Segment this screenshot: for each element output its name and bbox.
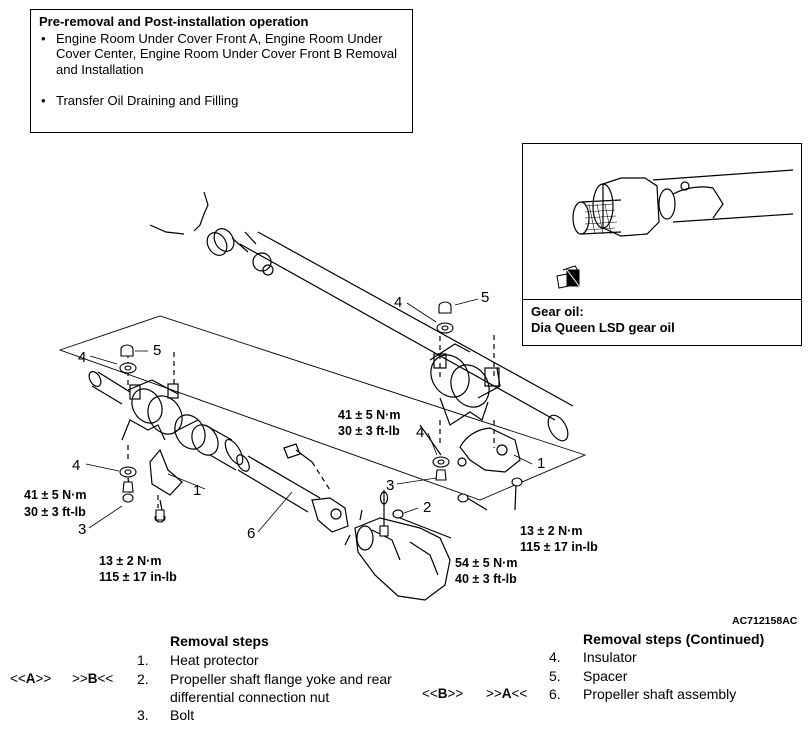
gear-oil-value: Dia Queen LSD gear oil	[531, 320, 675, 335]
callout-3-center: 3	[386, 477, 394, 494]
callout-4-left-bottom: 4	[72, 457, 80, 474]
torque-flange-nut-nm: 54 ± 5 N·m	[455, 556, 517, 570]
step-text: Insulator	[583, 649, 637, 665]
removal-code-a: <<A>>	[10, 671, 52, 686]
step-num: 2.	[137, 671, 149, 687]
gear-oil-inset: Gear oil: Dia Queen LSD gear oil	[522, 143, 802, 346]
torque-left-bolt-nm: 41 ± 5 N·m	[24, 488, 86, 502]
torque-right-nut-nm: 13 ± 2 N·m	[520, 524, 582, 538]
removal-code-b: >>B<<	[72, 671, 114, 686]
step-num: 6.	[549, 686, 561, 702]
callout-4-center-bottom: 4	[416, 424, 424, 441]
step-text: differential connection nut	[170, 689, 330, 705]
callout-2: 2	[423, 499, 431, 516]
torque-center-bolt-ftlb: 30 ± 3 ft-lb	[338, 424, 400, 438]
step-text: Spacer	[583, 668, 628, 684]
torque-center-bolt-nm: 41 ± 5 N·m	[338, 408, 400, 422]
removal-cont-code-b: <<B>>	[422, 686, 464, 701]
step-text: Bolt	[170, 707, 195, 723]
pre-removal-list: Engine Room Under Cover Front A, Engine …	[39, 31, 404, 109]
pre-removal-title: Pre-removal and Post-installation operat…	[39, 14, 309, 29]
torque-right-nut-inlb: 115 ± 17 in-lb	[520, 540, 598, 554]
torque-left-nut-nm: 13 ± 2 N·m	[99, 554, 161, 568]
removal-steps-title: Removal steps	[170, 633, 269, 649]
callout-6: 6	[247, 525, 255, 542]
gear-oil-divider	[523, 299, 801, 300]
torque-left-nut-inlb: 115 ± 17 in-lb	[99, 570, 177, 584]
callout-1-right: 1	[537, 455, 545, 472]
step-num: 4.	[549, 649, 561, 665]
torque-flange-nut-ftlb: 40 ± 3 ft-lb	[455, 572, 517, 586]
torque-left-bolt-ftlb: 30 ± 3 ft-lb	[24, 505, 86, 519]
callout-5-left: 5	[153, 342, 161, 359]
gear-oil-spec: Gear oil: Dia Queen LSD gear oil	[531, 304, 675, 336]
callout-5-center: 5	[481, 289, 489, 306]
step-text: Propeller shaft flange yoke and rear	[170, 671, 392, 687]
step-num: 1.	[137, 652, 149, 668]
step-text: Propeller shaft assembly	[583, 686, 737, 702]
removal-steps-cont-title: Removal steps (Continued)	[583, 631, 765, 647]
pre-removal-item: Transfer Oil Draining and Filling	[39, 93, 404, 109]
figure-code: AC712158AC	[732, 615, 798, 627]
removal-cont-code-a: >>A<<	[486, 686, 528, 701]
step-num: 3.	[137, 707, 149, 723]
pre-removal-item: Engine Room Under Cover Front A, Engine …	[39, 31, 406, 78]
callout-1-left: 1	[193, 482, 201, 499]
step-text: Heat protector	[170, 652, 259, 668]
spline-illustration	[556, 169, 794, 289]
gear-oil-label: Gear oil:	[531, 304, 584, 319]
step-num: 5.	[549, 668, 561, 684]
callout-4-left-top: 4	[78, 349, 86, 366]
pre-removal-box: Pre-removal and Post-installation operat…	[30, 9, 413, 133]
callout-3-left: 3	[78, 521, 86, 538]
callout-4-center-top: 4	[394, 294, 402, 311]
